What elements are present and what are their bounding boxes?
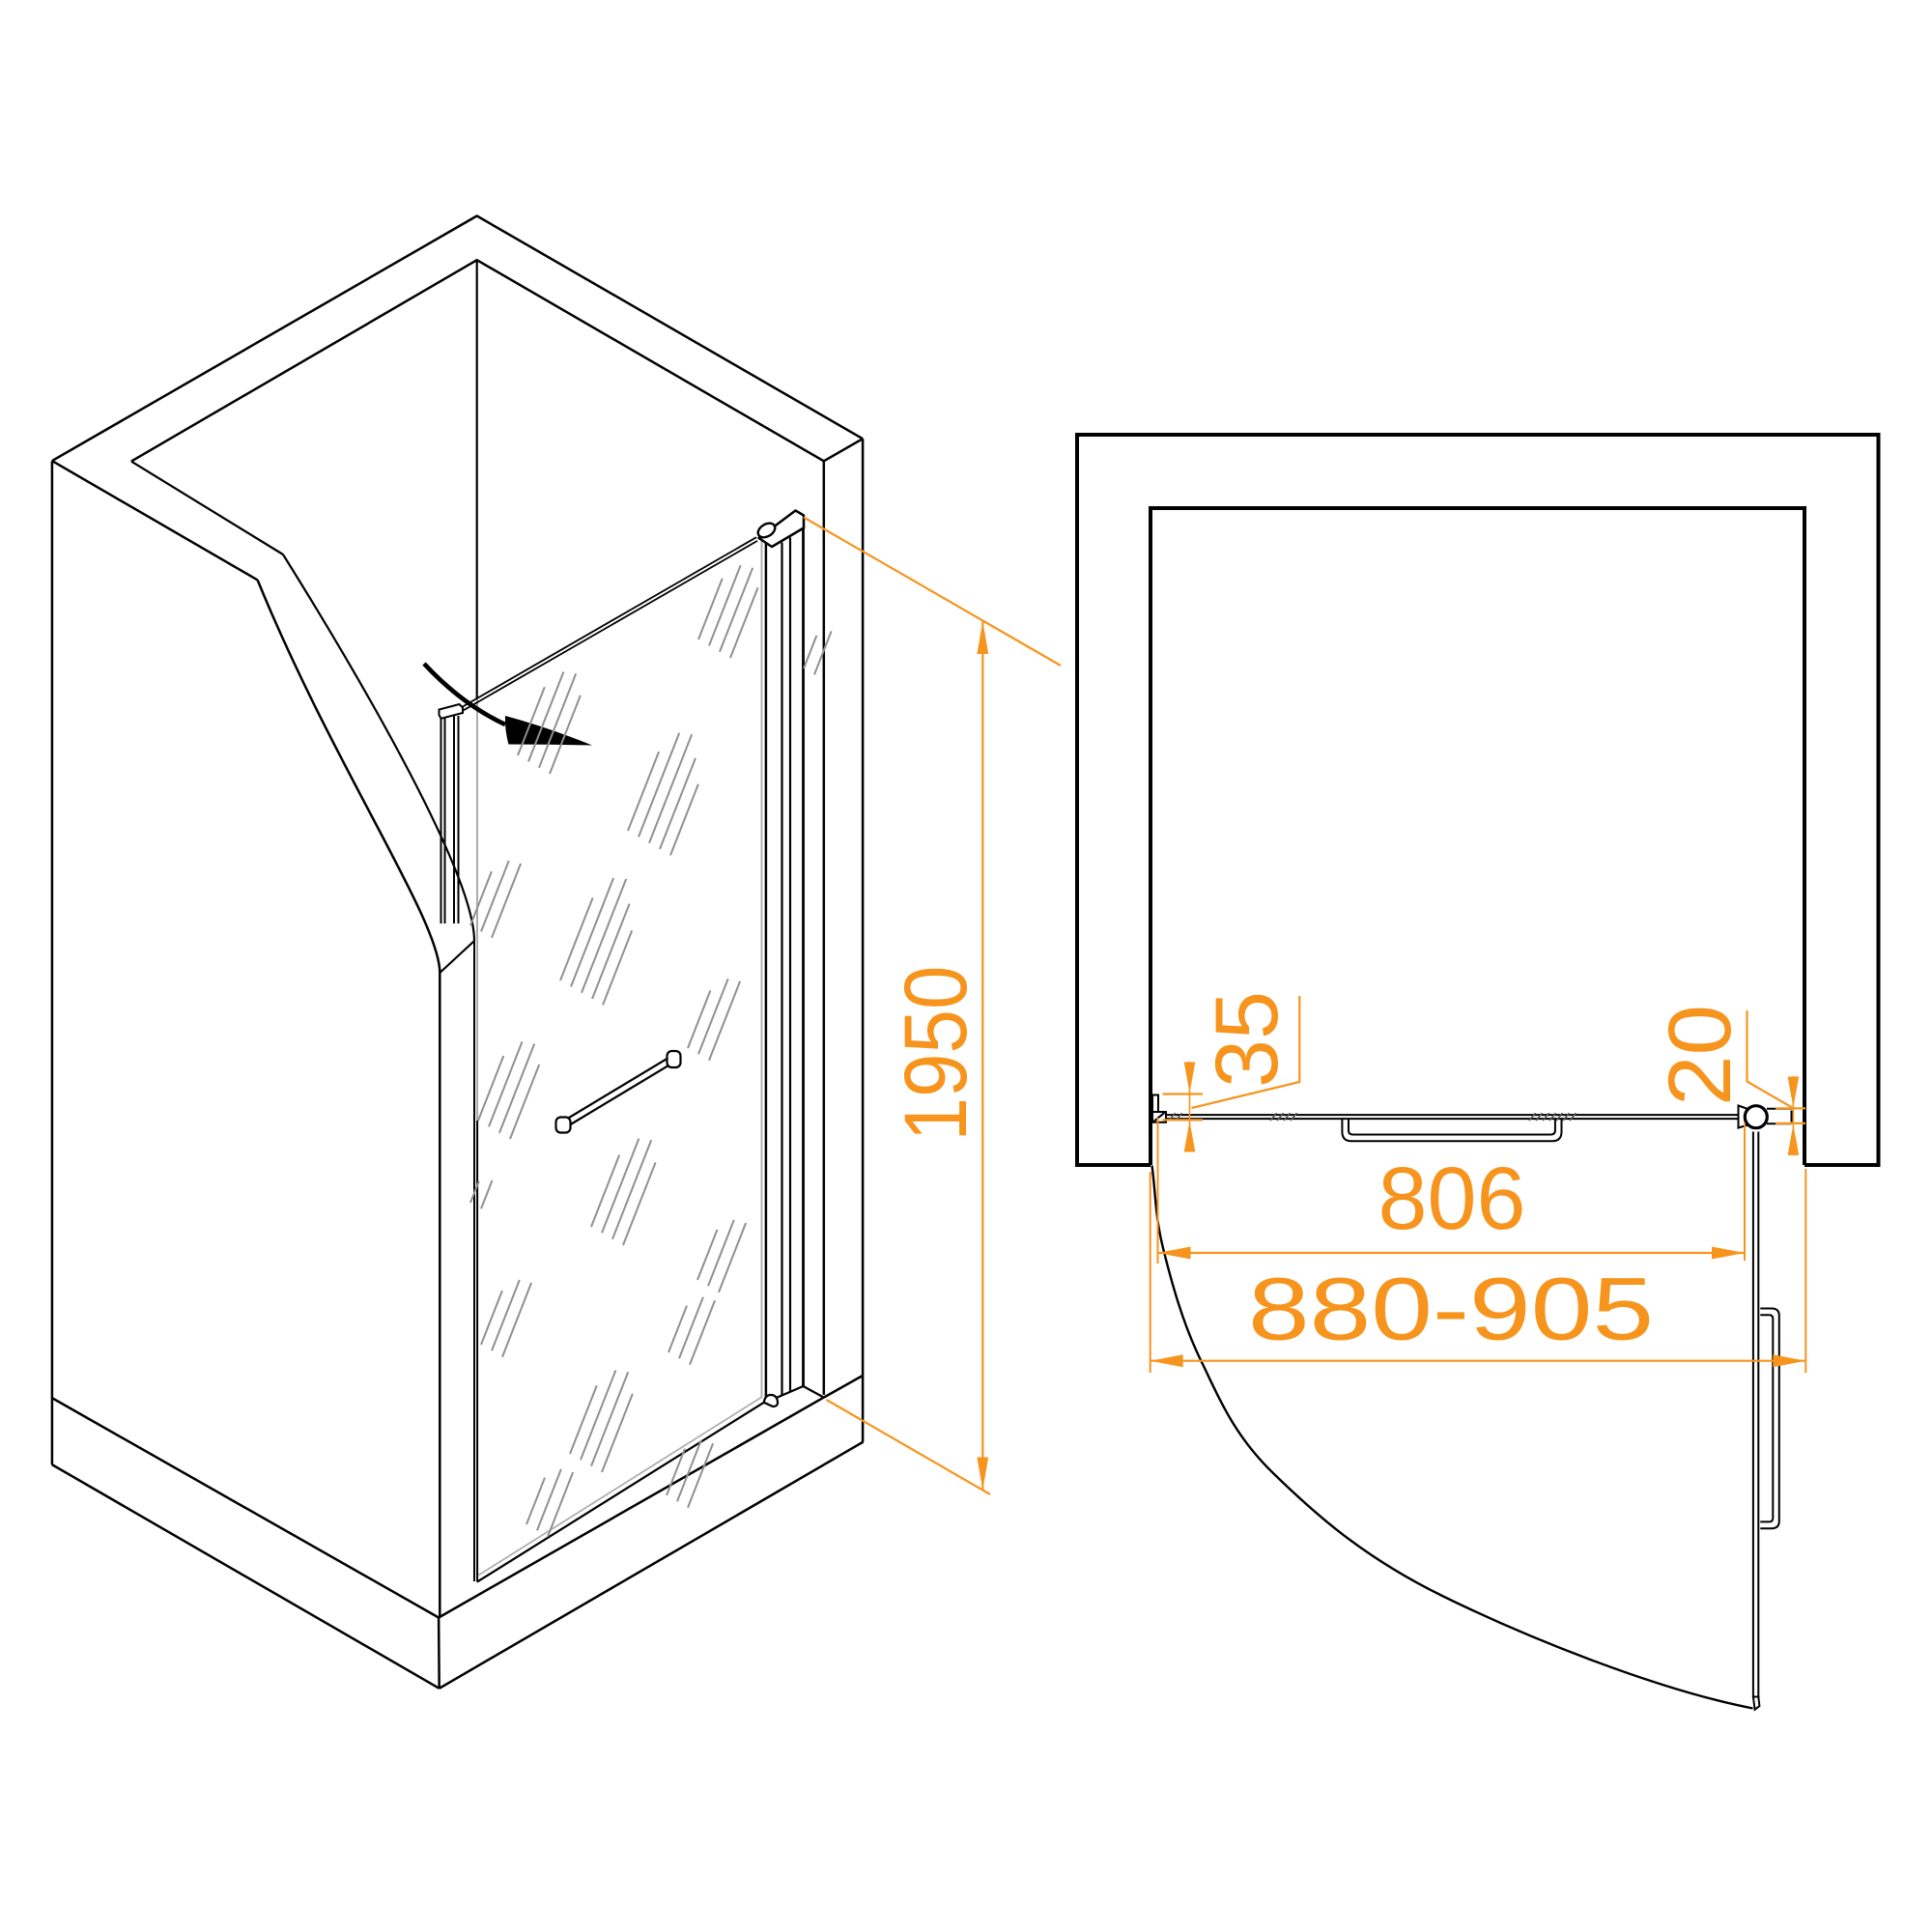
svg-text:806: 806: [1378, 1150, 1526, 1248]
svg-text:20: 20: [1651, 1005, 1749, 1106]
svg-text:35: 35: [1198, 991, 1296, 1088]
svg-text:880-905: 880-905: [1248, 1261, 1654, 1359]
svg-text:1950: 1950: [887, 966, 985, 1142]
